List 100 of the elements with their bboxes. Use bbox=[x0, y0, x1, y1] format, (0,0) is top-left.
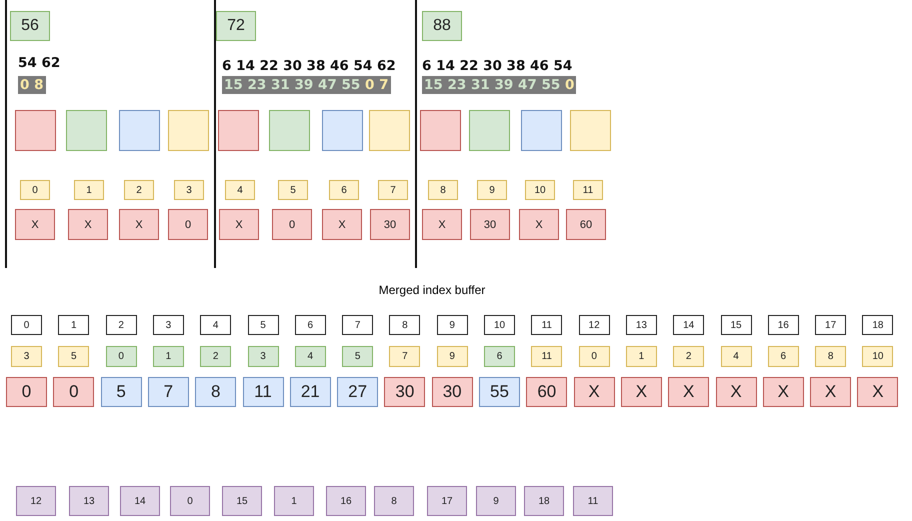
value-box: X bbox=[68, 209, 108, 240]
number-box: 56 bbox=[10, 11, 50, 41]
index-box: 1 bbox=[58, 315, 90, 335]
value-box: 27 bbox=[337, 377, 378, 407]
index-box: 6 bbox=[484, 346, 515, 367]
value-box: X bbox=[519, 209, 559, 240]
index-box: 2 bbox=[200, 346, 232, 367]
index-box: 5 bbox=[342, 346, 374, 367]
index-box: 1 bbox=[274, 486, 314, 516]
value-box: 30 bbox=[470, 209, 510, 240]
index-box: 16 bbox=[768, 315, 799, 335]
value-box: 7 bbox=[148, 377, 189, 407]
index-box: 11 bbox=[531, 346, 562, 367]
color-square bbox=[420, 110, 461, 151]
index-box: 3 bbox=[152, 315, 184, 335]
index-box: 1 bbox=[626, 346, 657, 367]
index-box: 9 bbox=[436, 346, 468, 367]
value-box: 5 bbox=[100, 377, 142, 407]
value-box: 0 bbox=[6, 377, 47, 407]
index-box: 2 bbox=[673, 346, 704, 367]
index-box: 18 bbox=[862, 315, 894, 335]
index-box: 4 bbox=[225, 180, 255, 200]
index-box: 13 bbox=[69, 486, 109, 516]
number-band: 15 23 31 39 47 55 0 bbox=[422, 76, 576, 94]
value-box: 60 bbox=[526, 377, 568, 407]
index-box: 8 bbox=[374, 486, 414, 516]
index-box: 6 bbox=[329, 180, 359, 200]
value-box: 60 bbox=[566, 209, 606, 240]
index-box: 1 bbox=[152, 346, 184, 367]
buffer-title: Merged index buffer bbox=[378, 283, 486, 297]
index-box: 15 bbox=[720, 315, 752, 335]
index-box: 11 bbox=[573, 486, 613, 516]
index-box: 1 bbox=[74, 180, 104, 200]
index-box: 10 bbox=[862, 346, 894, 367]
index-box: 5 bbox=[278, 180, 308, 200]
color-square bbox=[469, 110, 510, 151]
index-box: 5 bbox=[58, 346, 90, 367]
index-box: 0 bbox=[20, 180, 50, 200]
index-box: 18 bbox=[524, 486, 564, 516]
value-box: X bbox=[574, 377, 615, 407]
value-box: 30 bbox=[384, 377, 426, 407]
index-box: 13 bbox=[626, 315, 657, 335]
value-box: X bbox=[15, 209, 55, 240]
index-box: 12 bbox=[16, 486, 56, 516]
index-box: 14 bbox=[673, 315, 704, 335]
index-box: 11 bbox=[531, 315, 562, 335]
index-box: 7 bbox=[378, 180, 408, 200]
value-box: X bbox=[716, 377, 756, 407]
index-box: 5 bbox=[248, 315, 278, 335]
number-row: 54 62 bbox=[18, 55, 60, 71]
index-box: 8 bbox=[389, 315, 420, 335]
color-square bbox=[269, 110, 310, 151]
index-box: 7 bbox=[342, 315, 374, 335]
color-square bbox=[66, 110, 107, 151]
index-box: 8 bbox=[815, 346, 846, 367]
index-box: 4 bbox=[200, 315, 232, 335]
value-box: X bbox=[762, 377, 804, 407]
value-box: 0 bbox=[168, 209, 208, 240]
index-box: 11 bbox=[573, 180, 603, 200]
index-box: 0 bbox=[106, 346, 137, 367]
color-square bbox=[168, 110, 209, 151]
number-row: 6 14 22 30 38 46 54 bbox=[422, 58, 572, 74]
index-box: 17 bbox=[815, 315, 846, 335]
number-box: 72 bbox=[216, 11, 256, 41]
color-square bbox=[15, 110, 56, 151]
color-square bbox=[322, 110, 363, 151]
index-box: 0 bbox=[11, 315, 42, 335]
value-box: 0 bbox=[272, 209, 312, 240]
index-box: 16 bbox=[326, 486, 366, 516]
index-box: 9 bbox=[476, 486, 516, 516]
number-row: 6 14 22 30 38 46 54 62 bbox=[222, 58, 396, 74]
value-box: 0 bbox=[53, 377, 94, 407]
color-square bbox=[369, 110, 410, 151]
value-box: X bbox=[620, 377, 662, 407]
index-box: 6 bbox=[768, 346, 799, 367]
value-box: 11 bbox=[242, 377, 284, 407]
color-square bbox=[119, 110, 160, 151]
index-box: 3 bbox=[248, 346, 278, 367]
index-box: 4 bbox=[294, 346, 326, 367]
value-box: 30 bbox=[370, 209, 410, 240]
number-band: 0 8 bbox=[18, 76, 46, 94]
number-band: 15 23 31 39 47 55 0 7 bbox=[222, 76, 390, 94]
color-square bbox=[521, 110, 562, 151]
value-box: 30 bbox=[432, 377, 473, 407]
index-box: 0 bbox=[170, 486, 210, 516]
index-box: 4 bbox=[720, 346, 752, 367]
value-box: 21 bbox=[290, 377, 331, 407]
index-box: 0 bbox=[578, 346, 610, 367]
value-box: X bbox=[857, 377, 898, 407]
index-box: 2 bbox=[106, 315, 137, 335]
color-square bbox=[218, 110, 259, 151]
index-box: 10 bbox=[484, 315, 515, 335]
index-box: 10 bbox=[525, 180, 555, 200]
value-box: X bbox=[219, 209, 259, 240]
index-box: 15 bbox=[222, 486, 262, 516]
index-box: 14 bbox=[120, 486, 160, 516]
number-box: 88 bbox=[422, 11, 462, 41]
index-box: 12 bbox=[578, 315, 610, 335]
index-box: 9 bbox=[477, 180, 507, 200]
index-box: 2 bbox=[124, 180, 154, 200]
